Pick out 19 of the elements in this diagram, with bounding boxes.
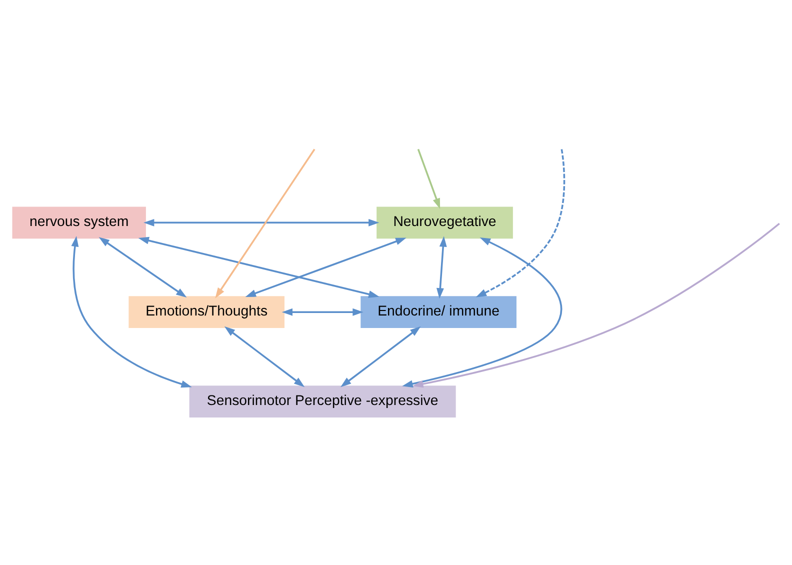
- arrow: [138, 236, 380, 298]
- arrow: [402, 237, 562, 387]
- arrow: [476, 148, 566, 297]
- arrow: [215, 148, 316, 298]
- node-box: Sensorimotor Perceptive -expressive: [189, 385, 456, 417]
- node-box: nervous system: [12, 206, 146, 238]
- node-box: Endocrine/ immune: [360, 296, 516, 328]
- arrow: [224, 326, 305, 387]
- node-box: Emotions/Thoughts: [128, 296, 284, 328]
- arrow: [282, 308, 364, 316]
- arrow: [245, 237, 406, 296]
- arrow: [340, 326, 421, 387]
- arrow: [436, 236, 447, 298]
- arrow: [412, 222, 780, 388]
- node-box: Neurovegetative: [376, 206, 513, 238]
- arrow: [98, 236, 187, 298]
- arrow: [71, 235, 192, 388]
- arrow: [144, 218, 380, 226]
- arrow: [417, 148, 440, 208]
